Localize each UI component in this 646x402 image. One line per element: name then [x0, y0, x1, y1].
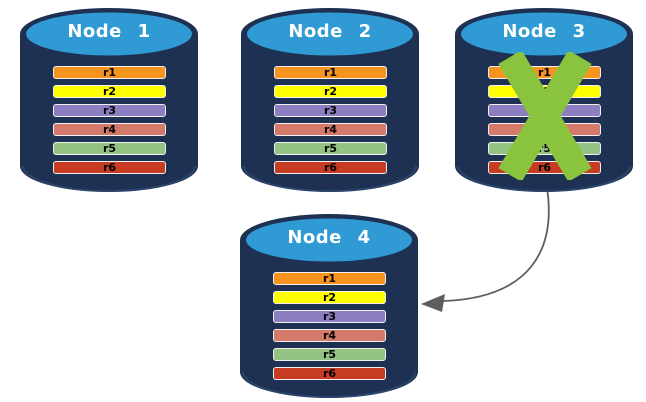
- record-bar: r3: [53, 104, 166, 117]
- node-1: Node 1 r1 r2 r3 r4 r5 r6: [20, 8, 198, 192]
- record-stack: r1 r2 r3 r4 r5 r6: [53, 66, 166, 180]
- record-bar: r4: [53, 123, 166, 136]
- node-4: Node 4 r1 r2 r3 r4 r5 r6: [240, 214, 418, 398]
- failure-x-icon: [498, 52, 592, 180]
- record-bar: r2: [273, 291, 386, 304]
- record-bar: r6: [274, 161, 387, 174]
- record-bar: r5: [274, 142, 387, 155]
- record-bar: r5: [273, 348, 386, 361]
- node-3: Node 3 r1 r2 r3 r4 r5 r6: [455, 8, 633, 192]
- record-bar: r3: [274, 104, 387, 117]
- failover-arrow-head-icon: [421, 294, 445, 312]
- node-label: Node 1: [67, 21, 151, 42]
- record-bar: r5: [53, 142, 166, 155]
- record-bar: r4: [273, 329, 386, 342]
- record-bar: r6: [273, 367, 386, 380]
- failover-arrow-line: [442, 187, 550, 302]
- record-bar: r1: [273, 272, 386, 285]
- node-label: Node 4: [287, 227, 371, 248]
- record-bar: r1: [274, 66, 387, 79]
- record-bar: r2: [53, 85, 166, 98]
- record-bar: r3: [273, 310, 386, 323]
- node-label: Node 3: [502, 21, 586, 42]
- record-bar: r1: [53, 66, 166, 79]
- node-label: Node 2: [288, 21, 372, 42]
- record-stack: r1 r2 r3 r4 r5 r6: [274, 66, 387, 180]
- node-2: Node 2 r1 r2 r3 r4 r5 r6: [241, 8, 419, 192]
- record-bar: r2: [274, 85, 387, 98]
- record-bar: r6: [53, 161, 166, 174]
- record-bar: r4: [274, 123, 387, 136]
- record-stack: r1 r2 r3 r4 r5 r6: [273, 272, 386, 386]
